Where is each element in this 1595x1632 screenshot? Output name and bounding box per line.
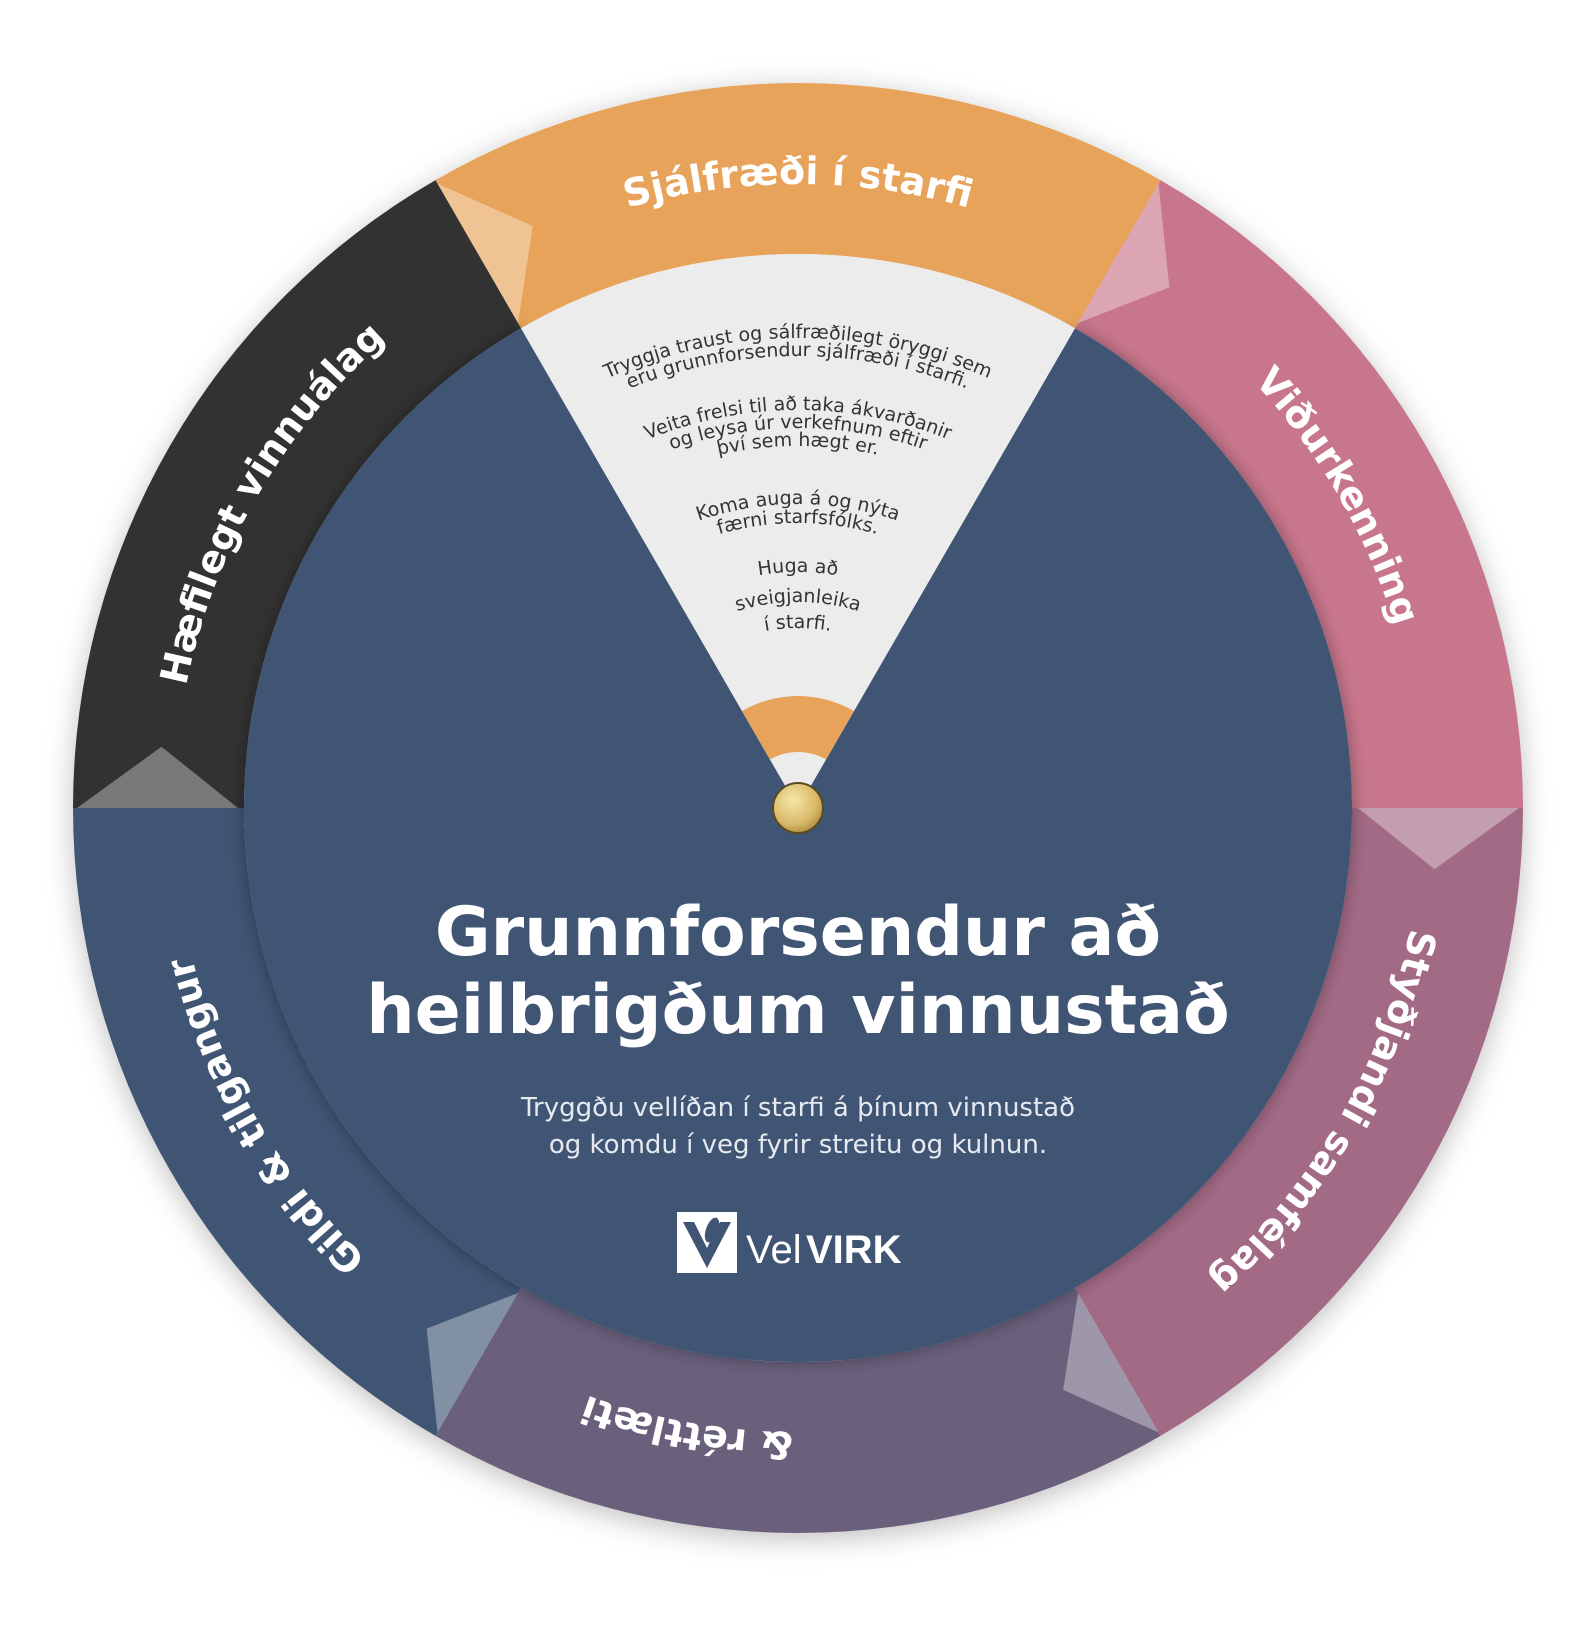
segment-arrows (77, 183, 1519, 1433)
center-accent-arc (742, 696, 854, 760)
velvirk-logo-icon (677, 1212, 737, 1273)
arrow-triangle-icon (1063, 1292, 1159, 1433)
segment-h-filegt-vinnua-lag[interactable] (73, 180, 521, 808)
velvirk-logo: Vel VIRK (677, 1212, 902, 1273)
wedge-line-text: í starfi. (762, 611, 833, 636)
segment-gildi-tilgangur[interactable] (73, 808, 521, 1436)
logo-vel-text: Vel (746, 1228, 802, 1272)
wedge-line: í starfi. (762, 611, 833, 636)
wedge-line-text: Huga að (756, 555, 840, 580)
segment-sanngirni-re-ttl-ti[interactable] (435, 1287, 1161, 1534)
segment-vi-urkenning[interactable] (1075, 180, 1523, 808)
arrow-triangle-icon (77, 746, 238, 808)
arrow-triangle-icon (1358, 808, 1519, 870)
outer-ring (73, 82, 1523, 1534)
segment-sty-jandi-samfe-lag[interactable] (1075, 808, 1523, 1436)
arrow-triangle-icon (437, 183, 533, 324)
wedge-text: Tryggja traust og sálfræðilegt öryggi se… (521, 253, 1075, 808)
center-knob-icon[interactable] (772, 782, 824, 834)
page-title-line2: heilbrigðum vinnustað (366, 971, 1229, 1050)
info-wedge[interactable] (521, 253, 1075, 808)
arrow-triangle-icon (1078, 183, 1170, 324)
page-title-line1: Grunnforsendur að (435, 893, 1161, 972)
inner-disc-body (244, 328, 1353, 1362)
segment-sja-lfr-i-i-starfi[interactable] (435, 82, 1161, 329)
wedge-line: Huga að (756, 555, 840, 580)
subtitle-line2: og komdu í veg fyrir streitu og kulnun. (549, 1130, 1047, 1160)
arrow-triangle-icon (426, 1292, 518, 1433)
inner-disc[interactable] (244, 328, 1353, 1362)
logo-virk-text: VIRK (806, 1228, 902, 1272)
subtitle-line1: Tryggðu vellíðan í starfi á þínum vinnus… (520, 1093, 1075, 1123)
